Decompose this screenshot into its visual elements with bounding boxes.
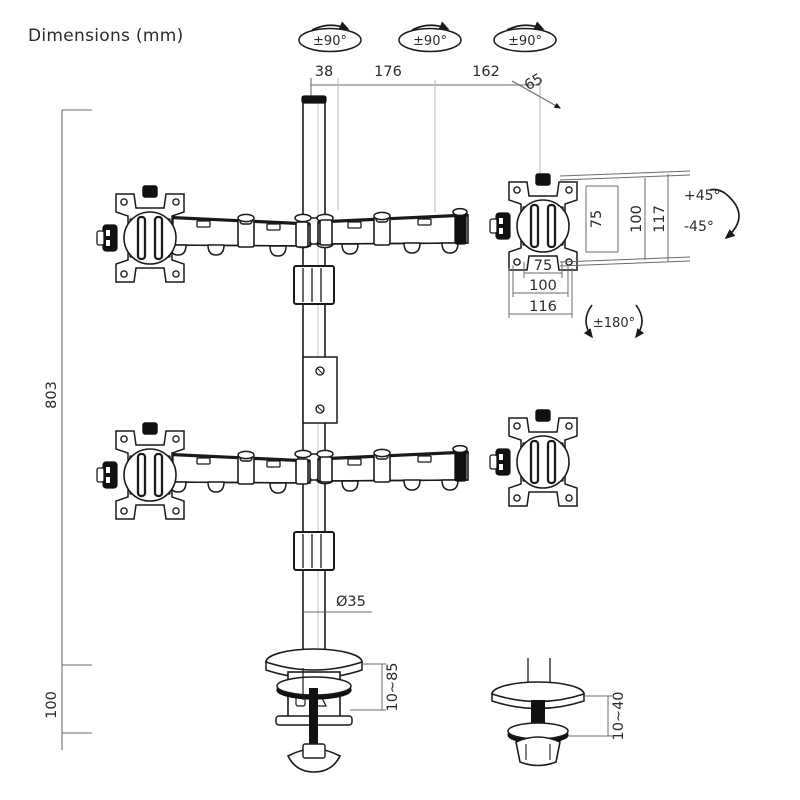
pole-diameter-callout: Ø35 [303,594,372,613]
vesa-v-117: 117 [652,205,668,233]
c-clamp-mount: 10~85 [265,648,401,773]
vesa-h-75: 75 [534,258,552,274]
badge-label: ±90° [413,34,447,49]
dim-38: 38 [315,64,333,80]
badge-label: ±90° [508,34,542,49]
dim-clamp-range: 10~85 [385,662,401,711]
upper-left-arm [158,209,312,258]
vesa-v-100: 100 [629,205,645,233]
dim-pole-diameter: Ø35 [336,594,366,610]
lower-right-arm [316,444,470,493]
leader-65: 65 [511,71,561,109]
pole-coupler [302,356,338,424]
lower-left-arm [158,446,312,495]
badge-pole-left: ±90° [298,21,362,53]
dim-65: 65 [522,71,546,94]
tilt-badge: +45° -45° [684,188,740,240]
swivel-label: ±180° [593,316,635,331]
grommet-mount: 10~40 [491,658,627,767]
grommet-range-dimension: 10~40 [568,691,627,741]
tilt-plus-label: +45° [684,188,721,204]
clamp-range-dimension: 10~85 [350,662,401,712]
lower-right-monitor-plate [488,408,579,508]
swivel-badge: ±180° [583,304,645,339]
badge-pole-right: ±90° [493,21,557,53]
vesa-v-75: 75 [589,210,605,228]
dim-176: 176 [374,64,402,80]
vesa-detail-projection: 75 100 117 [559,170,691,267]
center-pole [293,95,338,661]
upper-left-monitor-plate [95,184,186,284]
dim-162: 162 [472,64,500,80]
vesa-horizontal-dimensions: 75 100 116 [508,258,573,318]
dim-100-base: 100 [44,691,60,719]
top-dimension-chain: 38 176 162 65 [310,64,561,212]
pole-knurl-ring-upper [293,265,335,305]
pole-knurl-ring-lower [293,531,335,571]
tilt-minus-label: -45° [684,219,714,235]
badge-label: ±90° [313,34,347,49]
left-vertical-dimension: 803 100 [44,109,92,750]
badge-pole-center: ±90° [398,21,462,53]
rotation-badge-group: ±90° ±90° ±90° [298,21,557,53]
upper-right-monitor-plate [488,172,579,272]
dim-803: 803 [44,381,60,409]
vesa-h-116: 116 [529,299,557,315]
dim-grommet-range: 10~40 [611,691,627,740]
lower-left-monitor-plate [95,421,186,521]
page-title: Dimensions (mm) [28,26,184,46]
upper-right-arm [316,207,470,256]
vesa-h-100: 100 [529,278,557,294]
